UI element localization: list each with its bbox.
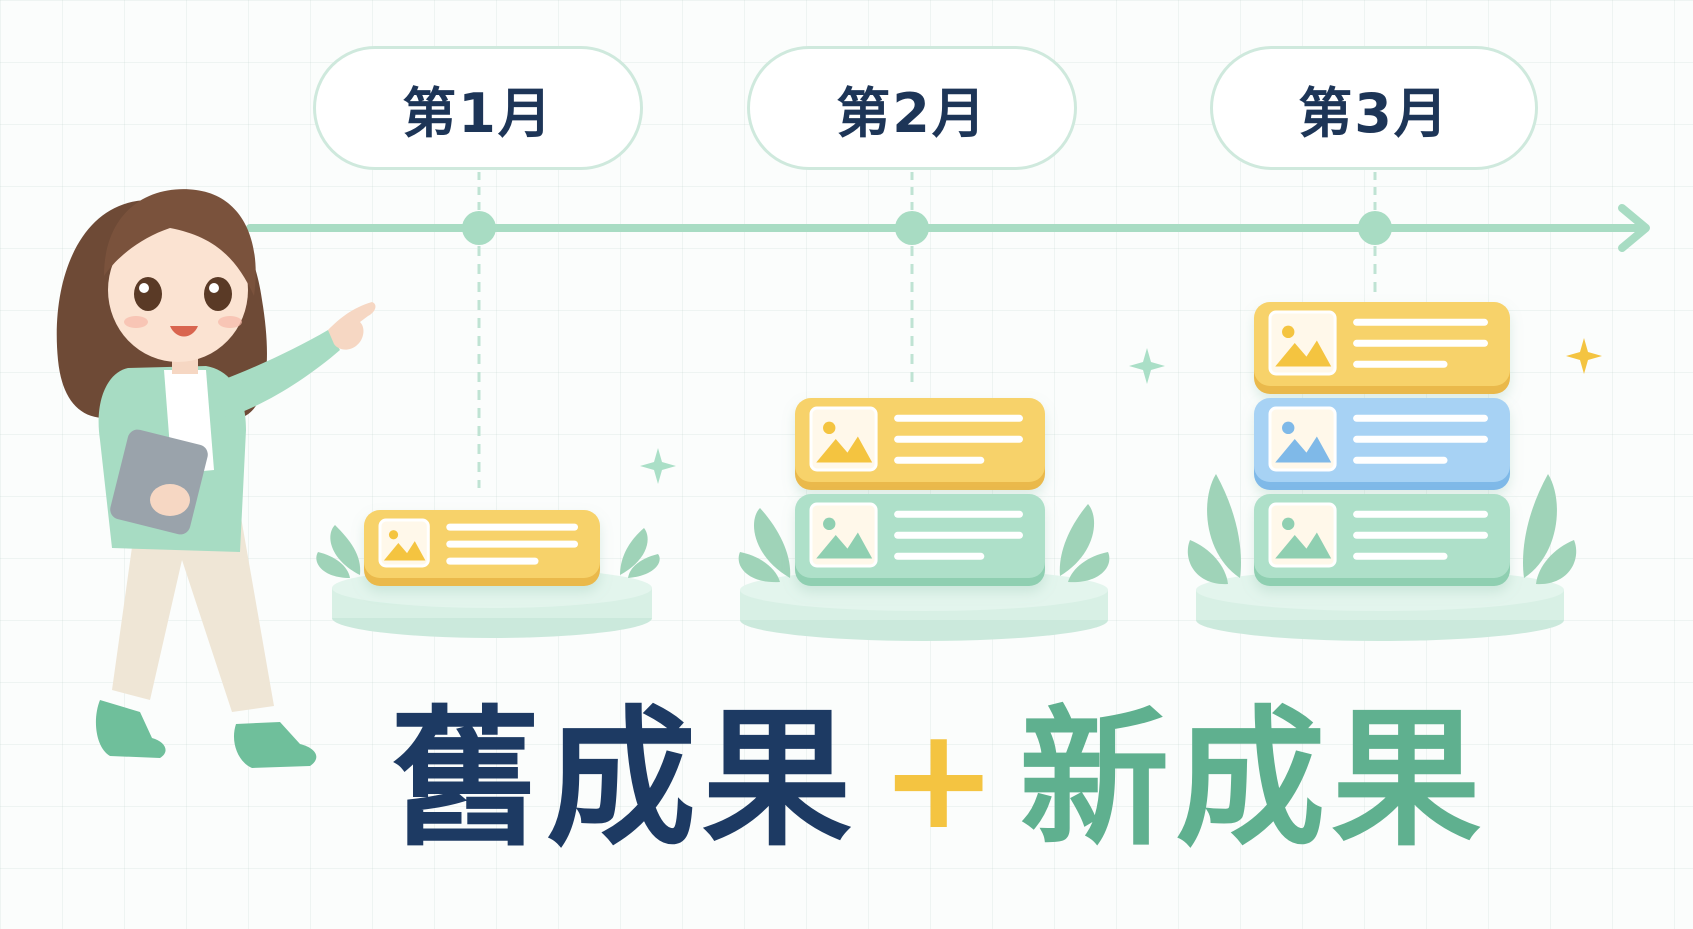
pointing-hand-icon: [328, 302, 376, 350]
month-label-3: 第3月: [1210, 46, 1538, 170]
image-icon: [378, 518, 430, 568]
month-label-2: 第2月: [747, 46, 1077, 170]
image-icon: [809, 406, 878, 472]
month-label-1: 第1月: [313, 46, 643, 170]
timeline-nodes: [462, 211, 1392, 245]
pill-stems: [477, 172, 1377, 214]
presenter-character: [56, 189, 376, 768]
sparkle-icon: [1566, 338, 1602, 374]
shoe-icon: [95, 700, 166, 758]
text-lines-icon: [446, 523, 578, 565]
result-card-yellow: [795, 398, 1045, 490]
image-icon: [809, 502, 878, 568]
text-lines-icon: [894, 510, 1023, 560]
result-card-stacks: [364, 302, 1510, 586]
timeline-node-1: [462, 211, 496, 245]
shoe-icon: [233, 722, 317, 768]
leaf-icon: [753, 508, 791, 578]
timeline-arrow: [246, 204, 1650, 252]
plants: [316, 474, 1577, 585]
text-lines-icon: [1353, 510, 1488, 560]
headline-new-results: 新成果: [1019, 693, 1488, 867]
leaf-icon: [330, 525, 361, 575]
timeline-node-2: [895, 211, 929, 245]
leaf-icon: [1207, 474, 1241, 578]
leaf-icon: [316, 552, 350, 578]
leaf-icon: [1536, 540, 1577, 585]
result-card-blue: [1254, 398, 1510, 490]
sparkle-icon: [1129, 348, 1165, 384]
text-lines-icon: [1353, 414, 1488, 464]
leaf-icon: [628, 554, 660, 578]
result-card-green: [1254, 494, 1510, 586]
image-icon: [1268, 310, 1337, 376]
leaf-icon: [1068, 552, 1110, 583]
leaf-icon: [1523, 474, 1557, 578]
result-card-green: [795, 494, 1045, 586]
text-lines-icon: [894, 414, 1023, 464]
leaf-icon: [620, 528, 648, 575]
leaf-icon: [738, 552, 780, 583]
result-card-yellow: [1254, 302, 1510, 394]
text-lines-icon: [1353, 318, 1488, 368]
sparkle-icon: [640, 448, 676, 484]
timeline-node-3: [1358, 211, 1392, 245]
image-icon: [1268, 502, 1337, 568]
leaf-icon: [1187, 540, 1228, 585]
headline-plus: +: [880, 698, 998, 861]
result-card-yellow: [364, 510, 600, 586]
headline-old-results: 舊成果: [390, 693, 859, 867]
drop-lines: [477, 246, 1377, 488]
image-icon: [1268, 406, 1337, 472]
sparkles: [640, 338, 1602, 484]
headline: 舊成果 + 新成果: [390, 700, 1510, 860]
leaf-icon: [1059, 504, 1095, 576]
